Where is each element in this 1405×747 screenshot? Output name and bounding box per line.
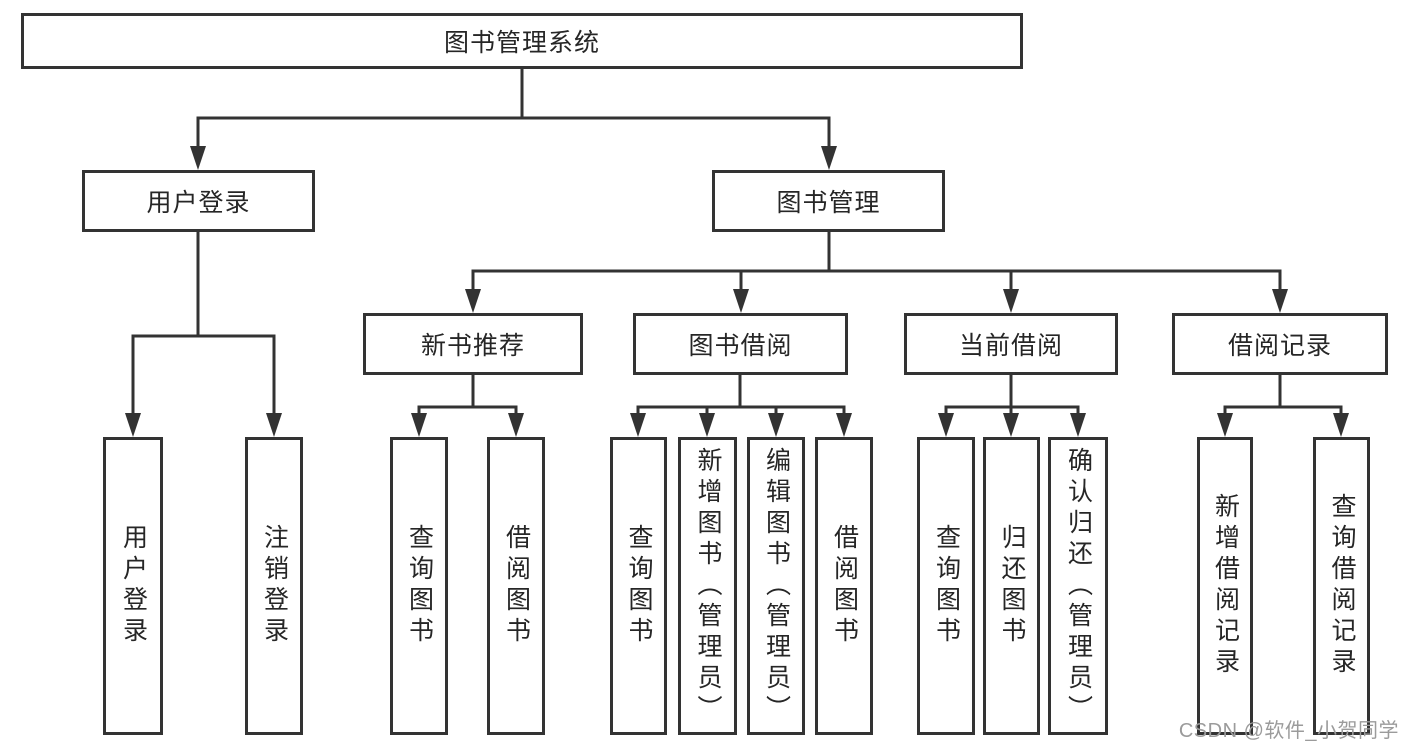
node-label: 图书管理系统 (443, 29, 600, 57)
node-label: 用户登录 (146, 189, 251, 217)
arrow-down-icon (1333, 413, 1349, 437)
connector-line (196, 116, 831, 150)
node-label: 借阅图书 (830, 524, 859, 648)
node-label: 查询借阅记录 (1328, 493, 1356, 679)
leaf-add-borrow-record: 新增借阅记录 (1197, 437, 1253, 735)
node-label: 借阅记录 (1227, 332, 1332, 360)
arrow-down-icon (768, 413, 784, 437)
arrow-down-icon (190, 146, 206, 170)
arrow-down-icon (938, 413, 954, 437)
node-current-borrow: 当前借阅 (904, 313, 1118, 375)
arrow-down-icon (733, 289, 749, 313)
arrow-down-icon (630, 413, 646, 437)
arrow-down-icon (1003, 413, 1019, 437)
arrow-down-icon (508, 413, 524, 437)
leaf-query-book-2: 查询图书 (610, 437, 667, 735)
node-user-login: 用户登录 (82, 170, 315, 232)
connector-line (131, 334, 276, 420)
node-label: 注销登录 (260, 524, 289, 648)
leaf-query-borrow-record: 查询借阅记录 (1313, 437, 1370, 735)
node-label: 编辑图书（管理员） (762, 446, 791, 726)
node-label: 图书借阅 (688, 332, 793, 360)
connector-line (636, 405, 846, 418)
arrow-down-icon (266, 413, 282, 437)
node-label: 图书管理 (776, 189, 881, 217)
node-label: 查询图书 (932, 524, 961, 648)
leaf-user-login: 用户登录 (103, 437, 163, 735)
csdn-watermark: CSDN @软件_小贺同学 (1178, 720, 1399, 742)
arrow-down-icon (699, 413, 715, 437)
node-label: 查询图书 (625, 524, 653, 648)
node-book-borrow: 图书借阅 (633, 313, 848, 375)
arrow-down-icon (836, 413, 852, 437)
node-label: 用户登录 (119, 524, 148, 648)
arrow-down-icon (821, 146, 837, 170)
leaf-edit-book-admin: 编辑图书（管理员） (747, 437, 805, 735)
arrow-down-icon (465, 289, 481, 313)
node-label: 新书推荐 (420, 332, 525, 360)
leaf-borrow-book-1: 借阅图书 (487, 437, 545, 735)
leaf-confirm-return-admin: 确认归还（管理员） (1048, 437, 1108, 735)
leaf-logout: 注销登录 (245, 437, 303, 735)
node-label: 新增图书（管理员） (694, 446, 722, 726)
node-label: 新增借阅记录 (1211, 493, 1240, 679)
node-borrow-record: 借阅记录 (1172, 313, 1388, 375)
node-new-book-recommend: 新书推荐 (363, 313, 583, 375)
connector-line (1223, 405, 1343, 418)
leaf-query-book-3: 查询图书 (917, 437, 975, 735)
node-label: 借阅图书 (502, 524, 531, 648)
arrow-down-icon (1272, 289, 1288, 313)
arrow-down-icon (1003, 289, 1019, 313)
connector-line (417, 405, 518, 418)
connector-line (471, 269, 1282, 296)
node-root-system: 图书管理系统 (21, 13, 1023, 69)
leaf-query-book-1: 查询图书 (390, 437, 448, 735)
leaf-add-book-admin: 新增图书（管理员） (678, 437, 737, 735)
connector-line (944, 405, 1080, 418)
arrow-down-icon (125, 413, 141, 437)
node-label: 当前借阅 (958, 332, 1063, 360)
leaf-return-book: 归还图书 (983, 437, 1040, 735)
arrow-down-icon (411, 413, 427, 437)
arrow-down-icon (1217, 413, 1233, 437)
leaf-borrow-book-2: 借阅图书 (815, 437, 873, 735)
node-label: 归还图书 (998, 524, 1026, 648)
arrow-down-icon (1070, 413, 1086, 437)
node-label: 确认归还（管理员） (1064, 446, 1093, 726)
node-book-management: 图书管理 (712, 170, 945, 232)
node-label: 查询图书 (405, 524, 434, 648)
